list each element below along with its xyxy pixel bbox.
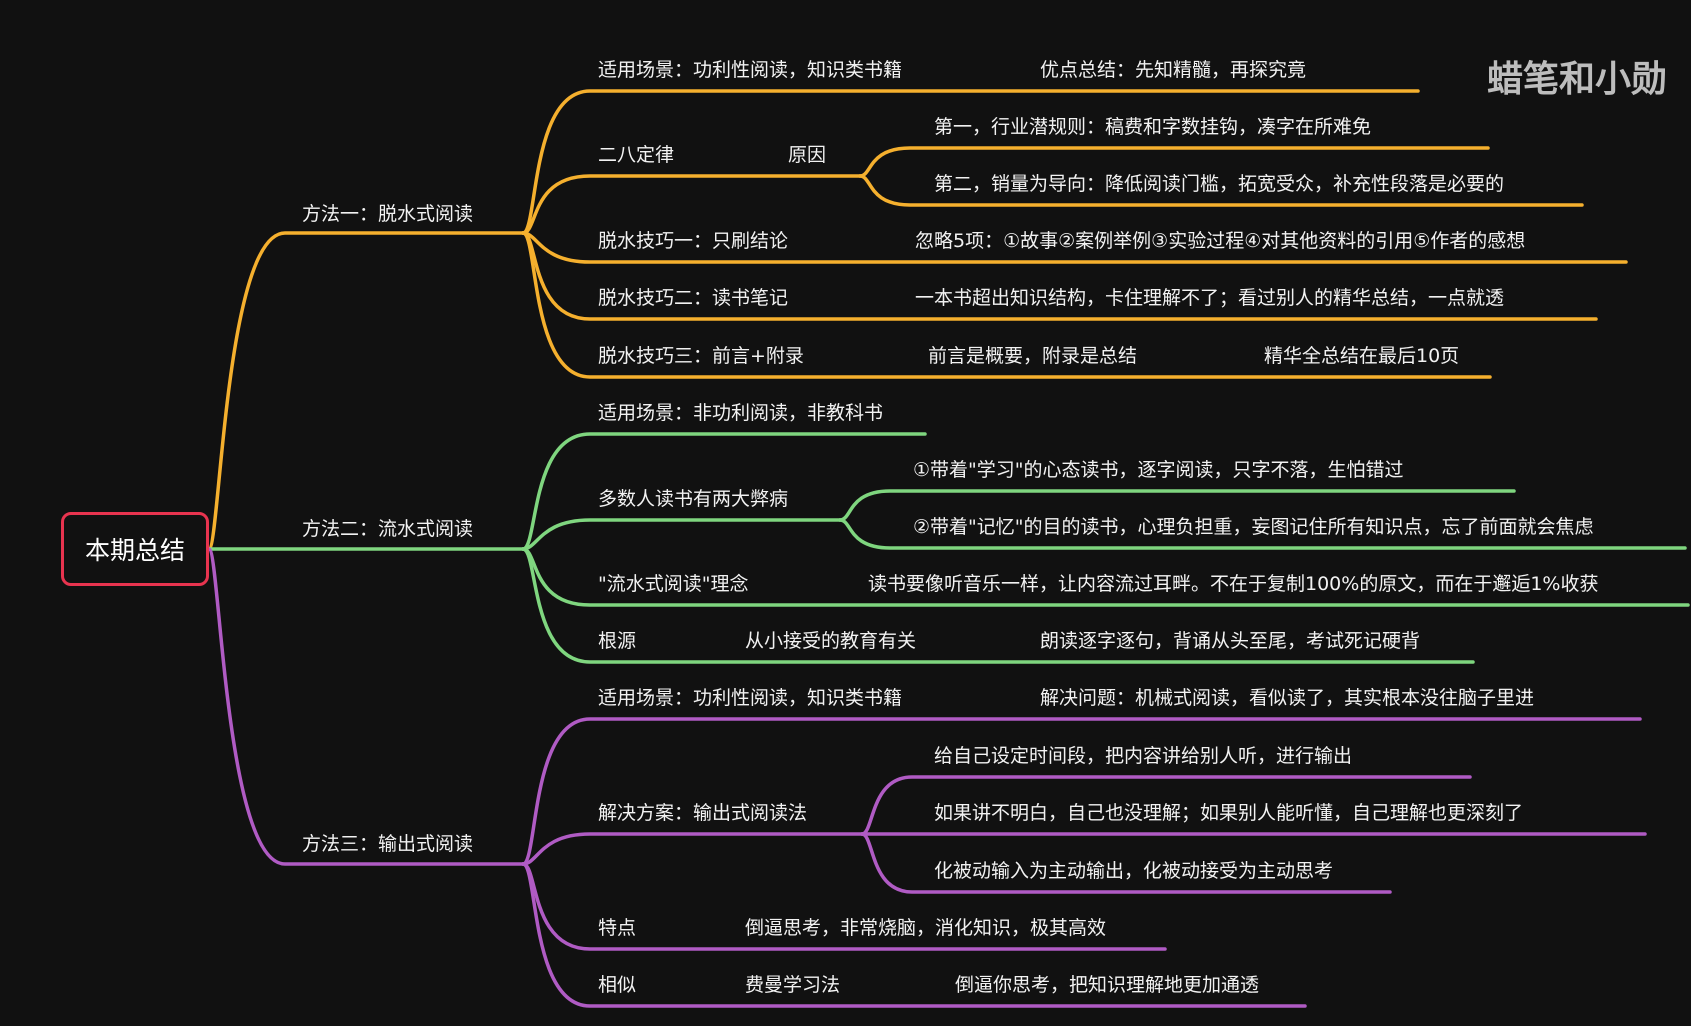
m1-tip2-note[interactable]: 一本书超出知识结构，卡住理解不了；看过别人的精华总结，一点就透	[915, 287, 1505, 309]
m3-sol3-node[interactable]: 化被动输入为主动输出，化被动接受为主动思考	[934, 860, 1334, 882]
link-m2-ill	[521, 518, 842, 551]
m2-ill1-node[interactable]: ①带着"学习"的心态读书，逐字阅读，只字不落，生怕错过	[913, 459, 1404, 481]
m3-solution-node[interactable]: 解决方案：输出式阅读法	[598, 802, 808, 824]
m3-feature-note[interactable]: 倒逼思考，非常烧脑，消化知识，极其高效	[745, 917, 1107, 939]
m3-scene-note[interactable]: 解决问题：机械式阅读，看似读了，其实根本没往脑子里进	[1040, 687, 1535, 709]
link-m1-rule	[521, 174, 862, 235]
m2-ill2-node[interactable]: ②带着"记忆"的目的读书，心理负担重，妄图记住所有知识点，忘了前面就会焦虑	[913, 516, 1594, 538]
method2-node[interactable]: 方法二：流水式阅读	[302, 518, 474, 540]
root-node[interactable]: 本期总结	[61, 512, 209, 586]
link-m3-similar	[521, 862, 1307, 1008]
link-m2-root	[521, 547, 1475, 664]
m1-tip3-note[interactable]: 前言是概要，附录是总结	[928, 345, 1138, 367]
m3-similar-note2[interactable]: 倒逼你思考，把知识理解地更加通透	[955, 974, 1260, 996]
link-rule-r2	[858, 174, 1584, 207]
link-m2-scene	[521, 432, 927, 551]
root-node-label: 本期总结	[84, 536, 185, 565]
m2-idea-note[interactable]: 读书要像听音乐一样，让内容流过耳畔。不在于复制100%的原文，而在于邂逅1%收获	[868, 573, 1599, 595]
m2-root-note[interactable]: 从小接受的教育有关	[745, 630, 917, 652]
link-m3-solution	[521, 832, 864, 866]
m3-similar-note[interactable]: 费曼学习法	[745, 974, 841, 996]
m1-tip1-note[interactable]: 忽略5项：①故事②案例举例③实验过程④对其他资料的引用⑤作者的感想	[915, 230, 1526, 252]
m3-feature-node[interactable]: 特点	[598, 917, 637, 939]
link-m1-tip3	[521, 231, 1492, 379]
m3-scene-node[interactable]: 适用场景：功利性阅读，知识类书籍	[598, 687, 903, 709]
link-sol-1	[860, 775, 1472, 836]
link-ill-2	[838, 518, 1687, 550]
link-root-m3	[207, 547, 525, 866]
link-root-m1	[207, 231, 525, 551]
m1-reason-node[interactable]: 原因	[788, 144, 827, 166]
m3-sol2-node[interactable]: 如果讲不明白，自己也没理解；如果别人能听懂，自己理解也更深刻了	[934, 802, 1524, 824]
m3-similar-node[interactable]: 相似	[598, 974, 637, 996]
link-sol-3	[860, 832, 1392, 894]
link-m1-scene	[521, 89, 1420, 235]
m2-ill-node[interactable]: 多数人读书有两大弊病	[598, 488, 789, 510]
method3-node[interactable]: 方法三：输出式阅读	[302, 833, 474, 855]
m1-rule-node[interactable]: 二八定律	[598, 144, 675, 166]
link-ill-1	[838, 489, 1516, 522]
m2-scene-node[interactable]: 适用场景：非功利阅读，非教科书	[598, 402, 884, 424]
m3-sol1-node[interactable]: 给自己设定时间段，把内容讲给别人听，进行输出	[934, 745, 1353, 767]
link-rule-r1	[858, 146, 1490, 178]
m1-reason2-node[interactable]: 第二，销量为导向：降低阅读门槛，拓宽受众，补充性段落是必要的	[934, 173, 1505, 195]
m1-tip3-node[interactable]: 脱水技巧三：前言+附录	[598, 345, 804, 367]
m1-reason1-node[interactable]: 第一，行业潜规则：稿费和字数挂钩，凑字在所难免	[934, 116, 1372, 138]
method1-node[interactable]: 方法一：脱水式阅读	[302, 203, 474, 225]
m2-root-note2[interactable]: 朗读逐字逐句，背诵从头至尾，考试死记硬背	[1040, 630, 1421, 652]
m2-root-node[interactable]: 根源	[598, 630, 637, 652]
link-m3-scene	[521, 717, 1642, 866]
m1-tip1-node[interactable]: 脱水技巧一：只刷结论	[598, 230, 789, 252]
m1-scene-node[interactable]: 适用场景：功利性阅读，知识类书籍	[598, 59, 903, 81]
watermark-logo: 蜡笔和小勋	[1487, 59, 1668, 100]
m1-scene-note[interactable]: 优点总结：先知精髓，再探究竟	[1040, 59, 1307, 81]
m1-tip2-node[interactable]: 脱水技巧二：读书笔记	[598, 287, 789, 309]
m2-idea-node[interactable]: "流水式阅读"理念	[598, 573, 749, 595]
m1-tip3-note2[interactable]: 精华全总结在最后10页	[1264, 345, 1460, 367]
